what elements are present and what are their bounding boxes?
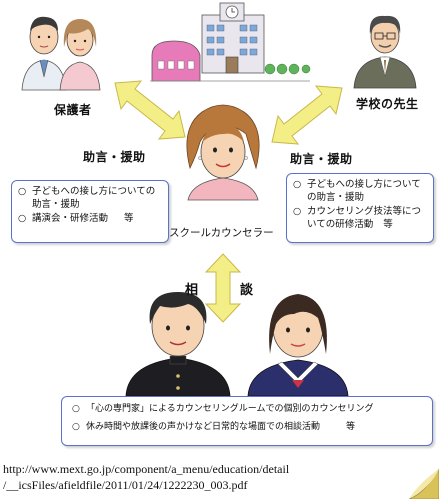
advice-label-left: 助言・援助 [83,150,146,164]
consult-char-1: 相 [185,283,199,298]
guardian-label: 保護者 [54,103,92,117]
right-role-box: ○ 子どもへの接し方についての助言・援助 ○ カウンセリング技法等についての研修… [286,173,434,243]
list-item: ○ 休み時間や放課後の声かけなど日常的な場面での相談活動等 [72,422,356,432]
vertical-double-arrow [204,253,242,323]
page-curl-icon [408,468,439,499]
counselor-label: スクールカウンセラー [169,227,274,239]
counselor-illustration [186,104,260,201]
left-role-box: ○ 子どもへの接し方についての助言・援助 ○ 講演会・研修活動等 [11,180,169,243]
left-double-arrow [114,80,186,140]
list-item: ○ カウンセリング技法等についての研修活動等 [293,206,422,230]
students-illustration [125,292,349,397]
teacher-illustration [353,15,417,89]
source-url-line-1: http://www.mext.go.jp/component/a_menu/e… [3,462,290,476]
list-item: ○ 講演会・研修活動等 [18,213,134,224]
list-item: ○ 「心の専門家」によるカウンセリングルームでの個別のカウンセリング [72,404,374,414]
right-double-arrow [271,85,343,145]
source-url-line-2: /__icsFiles/afieldfile/2011/01/24/122223… [3,478,248,492]
list-item: ○ 子どもへの接し方についての助言・援助 [293,179,421,203]
consult-char-2: 談 [240,283,254,298]
counseling-activities-box: ○ 「心の専門家」によるカウンセリングルームでの個別のカウンセリング ○ 休み時… [61,396,433,446]
parents-illustration [21,16,101,91]
advice-label-right: 助言・援助 [290,152,353,166]
school-teacher-label: 学校の先生 [356,97,419,111]
school-building-illustration [150,2,311,82]
list-item: ○ 子どもへの接し方についての助言・援助 [18,186,156,210]
